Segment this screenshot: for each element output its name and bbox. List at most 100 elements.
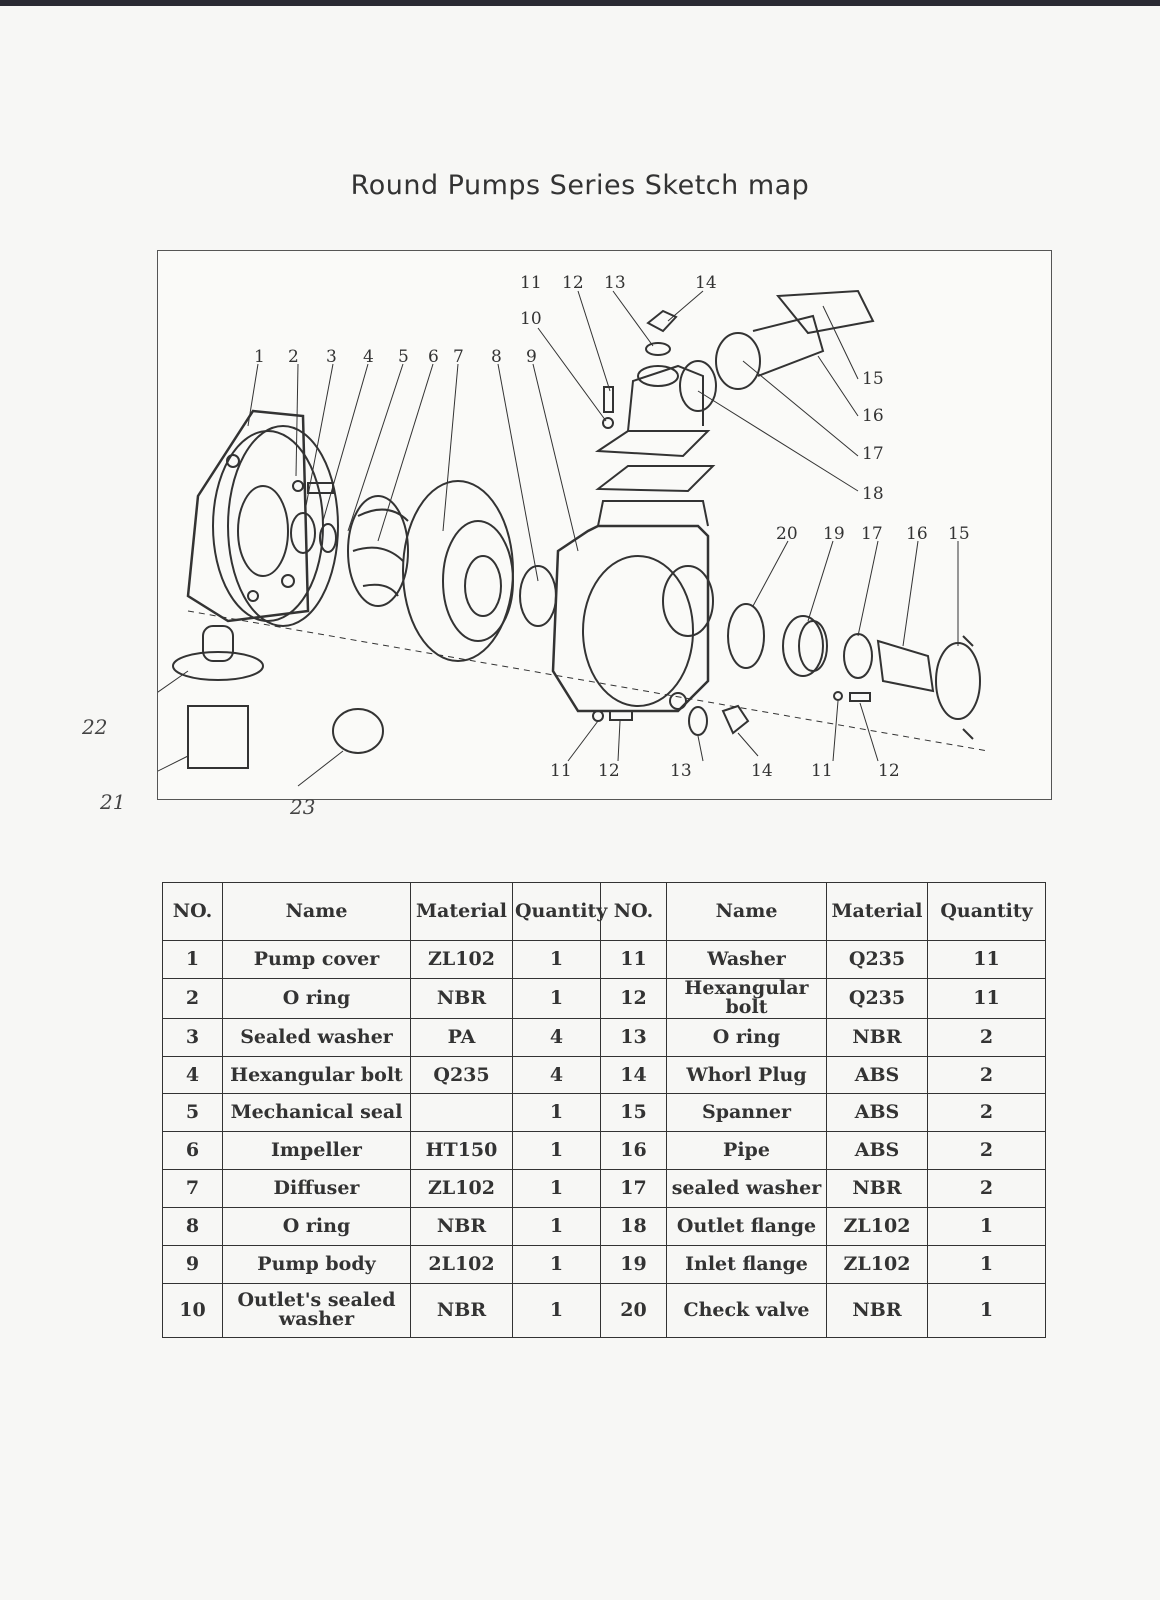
cell-material: PA [410,1017,513,1057]
page-title: Round Pumps Series Sketch map [350,170,810,201]
header-no: NO. [162,882,223,941]
pump-body-part [551,500,714,713]
cell-no: 10 [162,1282,223,1339]
bolt-part [307,482,334,494]
cell-name: Spanner [666,1093,827,1133]
parts-table: NO. Name Material Quantity NO. Name Mate… [162,882,1046,1339]
callout-12-bottom: 12 [598,761,620,781]
callout-11-bottom: 11 [550,761,572,781]
callout-15-mid: 15 [948,524,970,544]
table-row: 1 Pump cover ZL102 1 11 Washer Q235 11 [162,940,1046,979]
cell-name: Outlet's sealed washer [222,1282,411,1339]
callout-14: 14 [695,273,717,293]
cell-name: O ring [222,1206,411,1246]
callout-9: 9 [526,347,537,367]
callout-21-handwritten: 21 [100,790,126,814]
table-row: 9 Pump body 2L102 1 19 Inlet flange ZL10… [162,1244,1046,1284]
header-name: Name [222,882,411,941]
cell-material: HT150 [410,1131,513,1171]
table-row: 10 Outlet's sealed washer NBR 1 20 Check… [162,1282,1046,1339]
cell-material: NBR [410,1206,513,1246]
clamp-part [332,708,384,754]
cell-quantity: 4 [512,1017,601,1057]
top-border [0,0,1160,6]
callout-23-handwritten: 23 [290,795,316,819]
cell-material: Q235 [410,1055,513,1095]
cell-quantity: 1 [927,1244,1046,1284]
cell-name: Check valve [666,1282,827,1339]
cell-quantity: 1 [512,1244,601,1284]
strainer-part [172,625,264,769]
callout-16-right: 16 [862,406,884,426]
cell-no: 17 [600,1169,667,1208]
cell-material: Q235 [826,977,928,1019]
cell-name: Whorl Plug [666,1055,827,1095]
cell-quantity: 1 [512,1169,601,1208]
cell-name: Impeller [222,1131,411,1171]
callout-11: 11 [520,273,542,293]
cell-name: Outlet flange [666,1206,827,1246]
cell-quantity: 1 [512,1282,601,1339]
cell-name: O ring [666,1017,827,1057]
cell-material: NBR [410,1282,513,1339]
callout-18-right: 18 [862,484,884,504]
cell-no: 8 [162,1206,223,1246]
cell-material: ZL102 [826,1206,928,1246]
o-ring-part-8 [519,565,557,627]
cell-no: 6 [162,1131,223,1171]
cell-no: 2 [162,977,223,1019]
table-row: 2 O ring NBR 1 12 Hexangular bolt Q235 1… [162,977,1046,1019]
cell-quantity: 1 [512,1131,601,1171]
cell-name: O ring [222,977,411,1019]
o-ring-part [227,425,339,627]
callout-17-mid: 17 [861,524,883,544]
callout-10: 10 [520,309,542,329]
callout-17-right: 17 [862,444,884,464]
cell-quantity: 1 [512,940,601,979]
cell-quantity: 1 [512,1206,601,1246]
header-no-right: NO. [600,882,667,941]
cell-quantity: 2 [927,1055,1046,1095]
cell-material: ABS [826,1093,928,1133]
callout-14-bottom: 14 [751,761,773,781]
cell-no: 1 [162,940,223,979]
cell-no: 7 [162,1169,223,1208]
cell-name: Mechanical seal [222,1093,411,1133]
callout-1: 1 [254,347,265,367]
outlet-gasket-part [595,465,716,493]
header-material: Material [410,882,513,941]
cell-quantity: 4 [512,1055,601,1095]
cell-quantity: 11 [927,940,1046,979]
sealed-washer-part [292,480,304,492]
cell-no: 9 [162,1244,223,1284]
callout-4: 4 [363,347,374,367]
callout-13-bottom: 13 [670,761,692,781]
callout-8: 8 [491,347,502,367]
outlet-flange-part [594,360,717,458]
table-header-row: NO. Name Material Quantity NO. Name Mate… [162,882,1046,941]
cell-name: Pump body [222,1244,411,1284]
cell-material: ABS [826,1055,928,1095]
cell-name: Pump cover [222,940,411,979]
inlet-flange-part [782,615,828,677]
cell-name: Sealed washer [222,1017,411,1057]
cell-material: ZL102 [826,1244,928,1284]
cell-quantity: 1 [512,1093,601,1133]
callout-5: 5 [398,347,409,367]
cell-material: NBR [410,977,513,1019]
callout-6: 6 [428,347,439,367]
cell-material: Q235 [826,940,928,979]
callout-20: 20 [776,524,798,544]
cell-no: 14 [600,1055,667,1095]
table-row: 5 Mechanical seal 1 15 Spanner ABS 2 [162,1093,1046,1133]
cell-material: NBR [826,1017,928,1057]
cell-name: Washer [666,940,827,979]
cell-no: 13 [600,1017,667,1057]
callout-12: 12 [562,273,584,293]
table-row: 4 Hexangular bolt Q235 4 14 Whorl Plug A… [162,1055,1046,1095]
cell-no: 12 [600,977,667,1019]
assembly-axis [187,610,989,752]
cell-quantity: 11 [927,977,1046,1019]
callout-3: 3 [326,347,337,367]
table-row: 3 Sealed washer PA 4 13 O ring NBR 2 [162,1017,1046,1057]
